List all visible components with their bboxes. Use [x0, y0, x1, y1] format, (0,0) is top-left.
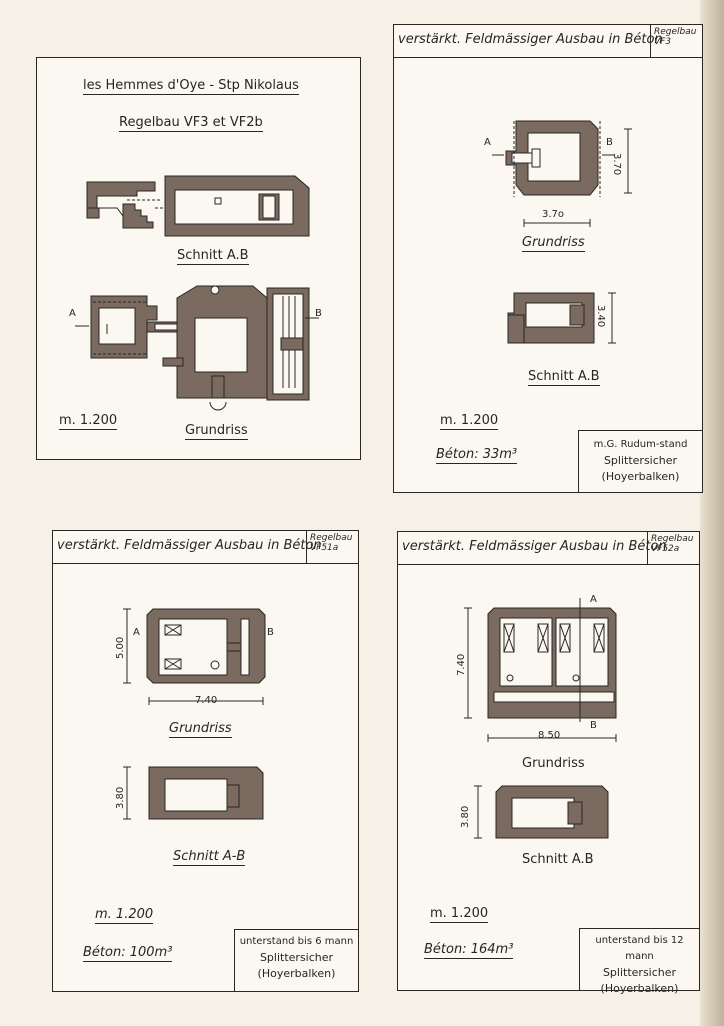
- marker-a: A: [590, 594, 597, 605]
- site-title: les Hemmes d'Oye - Stp Nikolaus: [83, 78, 299, 95]
- regelbau-number: VF3: [654, 37, 672, 47]
- panel-vf52a: verstärkt. Feldmässiger Ausbau in Béton …: [397, 531, 700, 995]
- regelbau-label: Regelbau: [310, 533, 353, 543]
- panel-vf51a: verstärkt. Feldmässiger Ausbau in Béton …: [52, 530, 359, 992]
- header-title: verstärkt. Feldmässiger Ausbau in Béton: [57, 538, 322, 553]
- plan-label: Grundriss: [185, 423, 248, 440]
- section-label: Schnitt A.B: [177, 248, 249, 265]
- marker-b: B: [267, 627, 274, 638]
- bunker-type-stamp: unterstand bis 6 mann Splittersicher (Ho…: [234, 929, 358, 991]
- dim-height: 7.40: [456, 653, 467, 676]
- plan-label: Grundriss: [169, 721, 232, 738]
- plan-drawing-br: [464, 598, 617, 839]
- header-title: verstärkt. Feldmässiger Ausbau in Béton: [398, 32, 663, 47]
- dim-height: 3.70: [611, 153, 622, 176]
- dim-height: 5.00: [115, 636, 126, 659]
- concrete-volume: Béton: 164m³: [424, 942, 514, 959]
- scale-label: m. 1.200: [95, 907, 154, 924]
- stamp-line-2: Splittersicher: [603, 454, 678, 467]
- stamp-line-1: unterstand bis 12 mann: [595, 935, 684, 962]
- dim-section-height: 3.80: [460, 805, 471, 828]
- page-edge: [700, 0, 724, 1026]
- dim-section-height: 3.80: [115, 786, 126, 809]
- scale-label: m. 1.200: [430, 906, 489, 923]
- marker-b: B: [590, 720, 597, 731]
- stamp-line-3: (Hoyerbalken): [601, 470, 680, 483]
- regelbau-label: Regelbau: [654, 27, 697, 37]
- panel-header: verstärkt. Feldmässiger Ausbau in Béton …: [53, 531, 358, 564]
- regelbau-title: Regelbau VF3 et VF2b: [119, 115, 263, 132]
- concrete-volume: Béton: 33m³: [436, 447, 518, 464]
- stamp-line-1: unterstand bis 6 mann: [239, 936, 354, 947]
- stamp-line-3: (Hoyerbalken): [600, 982, 679, 995]
- stamp-line-2: Splittersicher: [602, 966, 677, 979]
- marker-b: B: [315, 308, 322, 319]
- section-label: Schnitt A.B: [522, 852, 594, 867]
- plan-label: Grundriss: [522, 756, 585, 771]
- dim-width: 3.7o: [542, 209, 565, 220]
- bunker-type-stamp: unterstand bis 12 mann Splittersicher (H…: [579, 928, 699, 995]
- regelbau-box: Regelbau VF3: [650, 25, 702, 57]
- panel-header: verstärkt. Feldmässiger Ausbau in Béton …: [394, 25, 702, 58]
- section-label: Schnitt A.B: [528, 369, 600, 386]
- regelbau-number: VF52a: [651, 544, 680, 554]
- scale-label: m. 1.200: [440, 413, 499, 430]
- regelbau-box: Regelbau VF51a: [306, 531, 358, 563]
- plan-label: Grundriss: [522, 235, 585, 252]
- plan-drawing-tr: [492, 120, 632, 344]
- stamp-line-1: m.G. Rudum-stand: [593, 439, 688, 450]
- marker-a: A: [133, 627, 140, 638]
- plan-drawing-bl: [123, 608, 266, 820]
- stamp-line-3: (Hoyerbalken): [257, 967, 336, 980]
- dim-width: 8.50: [538, 730, 561, 741]
- header-title: verstärkt. Feldmässiger Ausbau in Béton: [402, 539, 667, 554]
- section-label: Schnitt A-B: [173, 849, 246, 866]
- section-drawing-tl: [75, 175, 319, 411]
- panel-header: verstärkt. Feldmässiger Ausbau in Béton …: [398, 532, 699, 565]
- regelbau-label: Regelbau: [651, 534, 694, 544]
- bunker-type-stamp: m.G. Rudum-stand Splittersicher (Hoyerba…: [578, 430, 702, 492]
- dim-width: 7.40: [195, 695, 218, 706]
- panel-vf3-vf2b: les Hemmes d'Oye - Stp Nikolaus Regelbau…: [36, 57, 361, 460]
- stamp-line-2: Splittersicher: [259, 951, 334, 964]
- regelbau-number: VF51a: [310, 543, 339, 553]
- regelbau-box: Regelbau VF52a: [647, 532, 699, 564]
- concrete-volume: Béton: 100m³: [83, 945, 173, 962]
- marker-a: A: [484, 137, 491, 148]
- marker-a: A: [69, 308, 76, 319]
- panel-vf3: verstärkt. Feldmässiger Ausbau in Béton …: [393, 24, 703, 493]
- dim-section-height: 3.40: [595, 305, 606, 328]
- marker-b: B: [606, 137, 613, 148]
- scale-label: m. 1.200: [59, 413, 118, 430]
